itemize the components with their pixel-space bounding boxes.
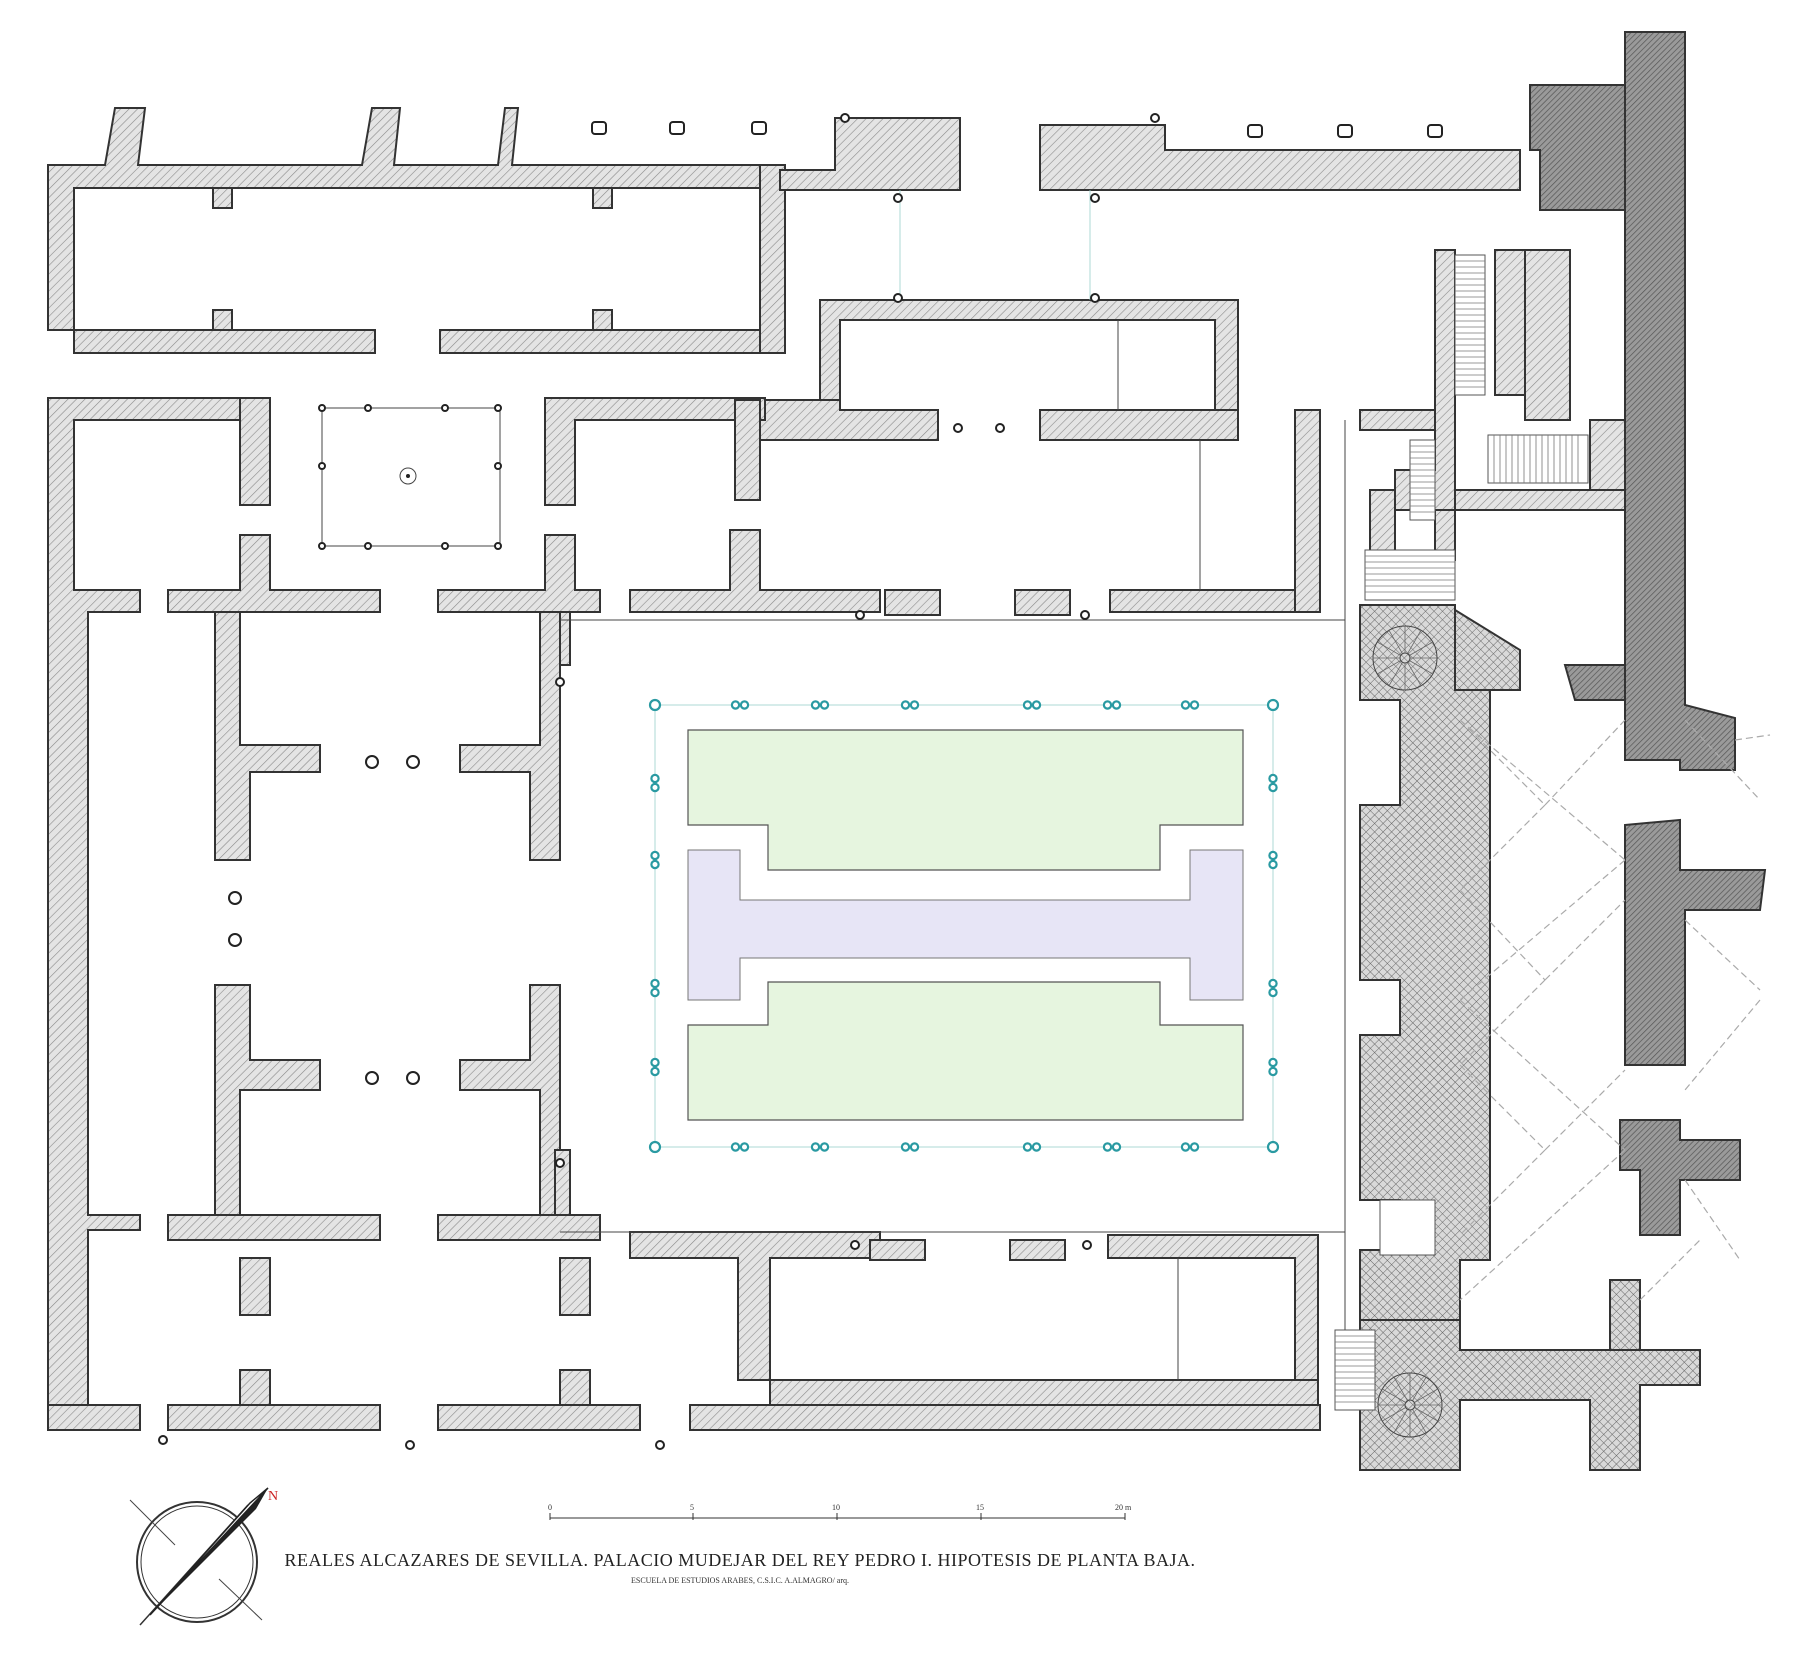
courtyard-column: [650, 1057, 660, 1068]
walls: [47, 31, 1767, 1471]
courtyard-column: [650, 1066, 660, 1077]
plan-title: REALES ALCAZARES DE SEVILLA. PALACIO MUD…: [284, 1550, 1196, 1570]
courtyard-corner-column: [648, 698, 662, 712]
courtyard-corner-column: [1266, 1140, 1280, 1154]
nw-range-inner: [73, 329, 376, 354]
courtyard-column: [819, 1142, 830, 1152]
courtyard-column: [1268, 1066, 1278, 1077]
courtyard-column: [730, 1142, 741, 1152]
west-courtyard-walls: [214, 611, 321, 861]
garden-north: [687, 729, 1244, 871]
courtyard-column: [730, 700, 741, 710]
plan-credit: ESCUELA DE ESTUDIOS ARABES, C.S.I.C. A.A…: [630, 1576, 849, 1585]
courtyard-column: [1268, 1057, 1278, 1068]
courtyard-column: [1022, 1142, 1033, 1152]
courtyard-column: [650, 978, 660, 989]
north-label: N: [268, 1489, 278, 1504]
courtyard-column: [650, 782, 660, 793]
courtyard-column: [650, 859, 660, 870]
garden-south: [687, 981, 1244, 1121]
courtyard-column: [1111, 1142, 1122, 1152]
courtyard-column: [1022, 700, 1033, 710]
west-outer-wall: [47, 397, 271, 1406]
courtyard-column: [909, 1142, 920, 1152]
courtyard-column: [1180, 700, 1191, 710]
south-east-tower: [1359, 1319, 1701, 1471]
vault-lines: [1459, 719, 1771, 1301]
courtyard-column: [650, 850, 660, 861]
courtyard-column: [1031, 1142, 1042, 1152]
courtyard-column: [739, 700, 750, 710]
arcade-lines: [321, 190, 1346, 1380]
courtyard-column: [650, 987, 660, 998]
north-room-block: [819, 299, 1239, 411]
courtyard-column: [739, 1142, 750, 1152]
scale-tick-20: 20 m: [1115, 1503, 1132, 1512]
north-gate-wall-right: [1039, 124, 1521, 191]
scale-tick-15: 15: [976, 1503, 984, 1512]
courtyard-column: [1268, 850, 1278, 861]
courtyard-column: [1189, 700, 1200, 710]
south-range-walls: [167, 1214, 381, 1241]
courtyard-column: [900, 1142, 911, 1152]
courtyard-column: [1268, 987, 1278, 998]
courtyard-column: [1031, 700, 1042, 710]
scale-tick-5: 5: [690, 1503, 694, 1512]
courtyard-column: [900, 700, 911, 710]
nw-range-wall: [47, 107, 761, 331]
courtyard-corner-column: [1266, 698, 1280, 712]
courtyard-column: [810, 700, 821, 710]
central-pool: [687, 849, 1244, 1001]
courtyard-corner-column: [648, 1140, 662, 1154]
staircases: [1334, 254, 1589, 1438]
scale-tick-10: 10: [832, 1503, 840, 1512]
courtyard-column: [1268, 782, 1278, 793]
courtyard-columns: [648, 698, 1280, 1154]
scale-bar: 0 5 10 15 20 m: [548, 1503, 1132, 1520]
courtyard-column: [819, 700, 830, 710]
north-gate-wall-left: [779, 117, 961, 191]
courtyard-column: [1102, 700, 1113, 710]
courtyard-column: [909, 700, 920, 710]
columns: [158, 113, 1443, 1450]
scale-tick-0: 0: [548, 1503, 552, 1512]
courtyard-column: [650, 773, 660, 784]
courtyard-column: [1268, 859, 1278, 870]
courtyard: [687, 729, 1244, 1121]
north-arrow: N: [129, 1487, 278, 1626]
courtyard-column: [1268, 773, 1278, 784]
east-city-wall: [1624, 31, 1736, 771]
courtyard-column: [810, 1142, 821, 1152]
courtyard-column: [1189, 1142, 1200, 1152]
east-wall-segment: [1624, 818, 1767, 1066]
courtyard-column: [1111, 700, 1122, 710]
courtyard-column: [1102, 1142, 1113, 1152]
courtyard-column: [1268, 978, 1278, 989]
courtyard-column: [1180, 1142, 1191, 1152]
